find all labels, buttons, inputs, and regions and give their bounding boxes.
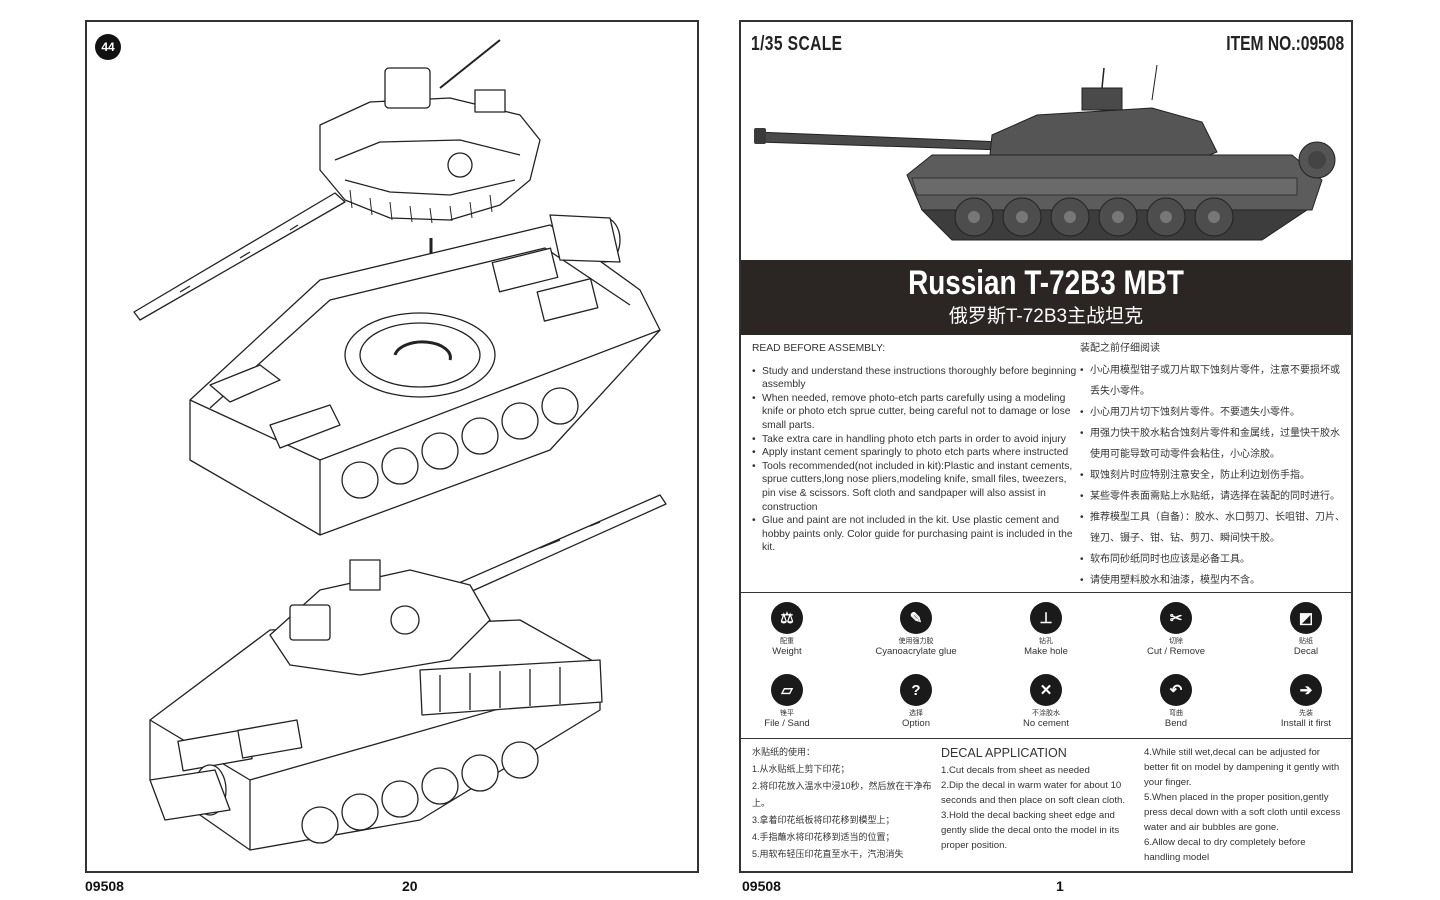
decal-cn-header: 水贴纸的使用：	[752, 747, 816, 757]
section-divider	[741, 738, 1351, 739]
no-cement-icon: ✕	[1030, 674, 1062, 706]
legend-bend: ↶ 弯曲 Bend	[1115, 674, 1237, 729]
note-en-item: Take extra care in handling photo etch p…	[752, 433, 1078, 447]
question-icon: ?	[900, 674, 932, 706]
completed-tank-drawing	[149, 494, 667, 851]
install-first-icon: ➔	[1290, 674, 1322, 706]
read-before-assembly-cn: 装配之前仔细阅读 小心用模型钳子或刀片取下蚀刻片零件，注意不要损坏或丢失小零件。…	[1080, 342, 1348, 591]
section-divider	[741, 592, 1351, 593]
note-cn-item: 小心用刀片切下蚀刻片零件。不要遗失小零件。	[1080, 402, 1348, 423]
note-cn-item: 软布同砂纸同时也应该是必备工具。	[1080, 549, 1348, 570]
item-number-label: ITEM NO.:09508	[1226, 33, 1344, 55]
turret-assembly-drawing	[133, 39, 661, 536]
model-title-en: Russian T-72B3 MBT	[908, 264, 1184, 302]
title-banner: Russian T-72B3 MBT 俄罗斯T-72B3主战坦克	[741, 260, 1351, 335]
legend-no-cement: ✕ 不涂胶水 No cement	[985, 674, 1107, 729]
note-cn-item: 推荐模型工具（自备）：胶水、水口剪刀、长咀钳、刀片、锉刀、镊子、钳、钻、剪刀、瞬…	[1080, 507, 1348, 549]
file-icon: ▱	[771, 674, 803, 706]
legend-weight: ⚖ 配重 Weight	[726, 602, 848, 657]
right-footer-page-number: 1	[1056, 878, 1064, 894]
decal-application-en-b: 4.While still wet,decal can be adjusted …	[1144, 747, 1341, 863]
read-before-header-cn: 装配之前仔细阅读	[1080, 343, 1160, 354]
decal-application-en-a: DECAL APPLICATION 1.Cut decals from shee…	[941, 745, 1141, 853]
right-footer-item-number: 09508	[742, 878, 781, 894]
cut-icon: ✂	[1160, 602, 1192, 634]
symbol-legend: ⚖ 配重 Weight ✎ 使用强力胶 Cyanoacrylate glue ⊥…	[741, 594, 1351, 736]
glue-icon: ✎	[900, 602, 932, 634]
scale-label: 1/35 SCALE	[751, 33, 843, 55]
note-en-item: Tools recommended(not included in kit):P…	[752, 460, 1078, 514]
legend-decal: ◩ 贴纸 Decal	[1245, 602, 1367, 657]
read-before-assembly-en: READ BEFORE ASSEMBLY: Study and understa…	[752, 342, 1078, 555]
decal-en-header: DECAL APPLICATION	[941, 746, 1067, 760]
note-cn-item: 某些零件表面需贴上水贴纸，请选择在装配的同时进行。	[1080, 486, 1348, 507]
decal-application-cn: 水贴纸的使用： 1.从水贴纸上剪下印花； 2.将印花放入温水中浸10秒，然后放在…	[752, 744, 942, 863]
note-en-item: Apply instant cement sparingly to photo …	[752, 446, 1078, 460]
model-title-cn: 俄罗斯T-72B3主战坦克	[948, 306, 1144, 327]
note-en-item: When needed, remove photo-etch parts car…	[752, 392, 1078, 433]
decal-icon: ◩	[1290, 602, 1322, 634]
tank-profile-illustration	[754, 64, 1336, 241]
weight-icon: ⚖	[771, 602, 803, 634]
legend-option: ? 选择 Option	[855, 674, 977, 729]
drill-icon: ⊥	[1030, 602, 1062, 634]
note-cn-item: 取蚀刻片时应特别注意安全，防止利边划伤手指。	[1080, 465, 1348, 486]
read-before-header-en: READ BEFORE ASSEMBLY:	[752, 343, 886, 354]
legend-cut: ✂ 切除 Cut / Remove	[1115, 602, 1237, 657]
note-en-item: Study and understand these instructions …	[752, 365, 1078, 392]
note-cn-item: 小心用模型钳子或刀片取下蚀刻片零件，注意不要损坏或丢失小零件。	[1080, 360, 1348, 402]
note-en-item: Glue and paint are not included in the k…	[752, 514, 1078, 555]
legend-install-first: ➔ 先装 Install it first	[1245, 674, 1367, 729]
bend-icon: ↶	[1160, 674, 1192, 706]
legend-drill: ⊥ 钻孔 Make hole	[985, 602, 1107, 657]
note-cn-item: 请使用塑料胶水和油漆，模型内不含。	[1080, 570, 1348, 591]
legend-glue: ✎ 使用强力胶 Cyanoacrylate glue	[855, 602, 977, 657]
left-footer-item-number: 09508	[85, 878, 124, 894]
note-cn-item: 用强力快干胶水粘合蚀刻片零件和金属线，过量快干胶水使用可能导致可动零件会粘住，小…	[1080, 423, 1348, 465]
left-footer-page-number: 20	[402, 878, 418, 894]
legend-file: ▱ 锉平 File / Sand	[726, 674, 848, 729]
step-number-badge: 44	[95, 34, 121, 60]
